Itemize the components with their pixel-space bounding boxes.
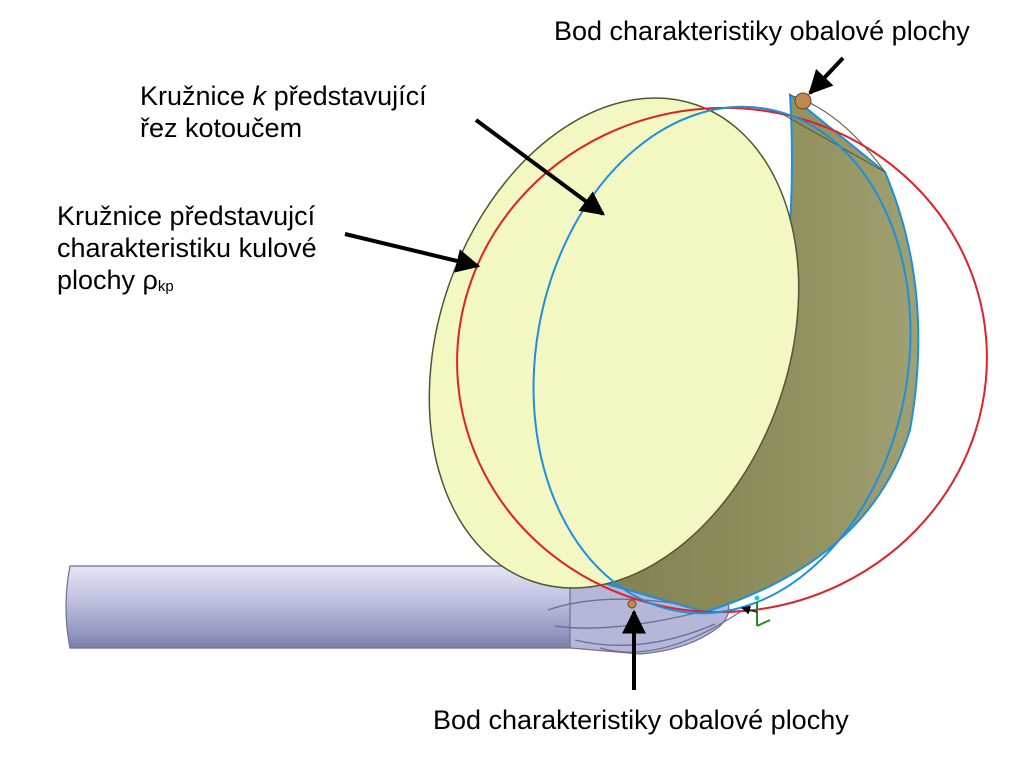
disc-side-band-edge: [774, 109, 886, 173]
label-sphere-line1: Kružnice představujcí: [57, 201, 316, 231]
label-sphere-characteristic: Kružnice představujcí charakteristiku ku…: [57, 200, 317, 303]
tool-flute-2: [554, 611, 701, 629]
label-sphere-line3: plochy ρkp: [57, 265, 174, 295]
axis-marker-icon: [741, 595, 771, 627]
arrow-top-point: [808, 56, 845, 95]
milling-tool: [65, 565, 741, 655]
arrow-circle-k: [474, 118, 605, 216]
label-circle-k: Kružnice k představující řez kotoučem: [140, 80, 427, 144]
tool-flute-1: [547, 598, 681, 611]
label-sphere-line2: charakteristiku kulové: [57, 233, 317, 263]
disc-front-face: [428, 97, 800, 589]
arrow-sphere-char: [344, 232, 481, 273]
label-top-point: Bod charakteristiky obalové plochy: [554, 16, 970, 46]
tool-flute-3: [574, 623, 716, 647]
section-circle-k: [532, 105, 912, 615]
bottom-characteristic-point: [627, 599, 637, 609]
tool-shank: [65, 565, 586, 649]
label-circle-k-line1: Kružnice k představující: [140, 81, 427, 111]
top-characteristic-point: [794, 92, 812, 110]
label-bottom-point: Bod charakteristiky obalové plochy: [433, 705, 849, 735]
tool-flute-4: [599, 611, 741, 653]
label-circle-k-line2: řez kotoučem: [140, 113, 303, 143]
